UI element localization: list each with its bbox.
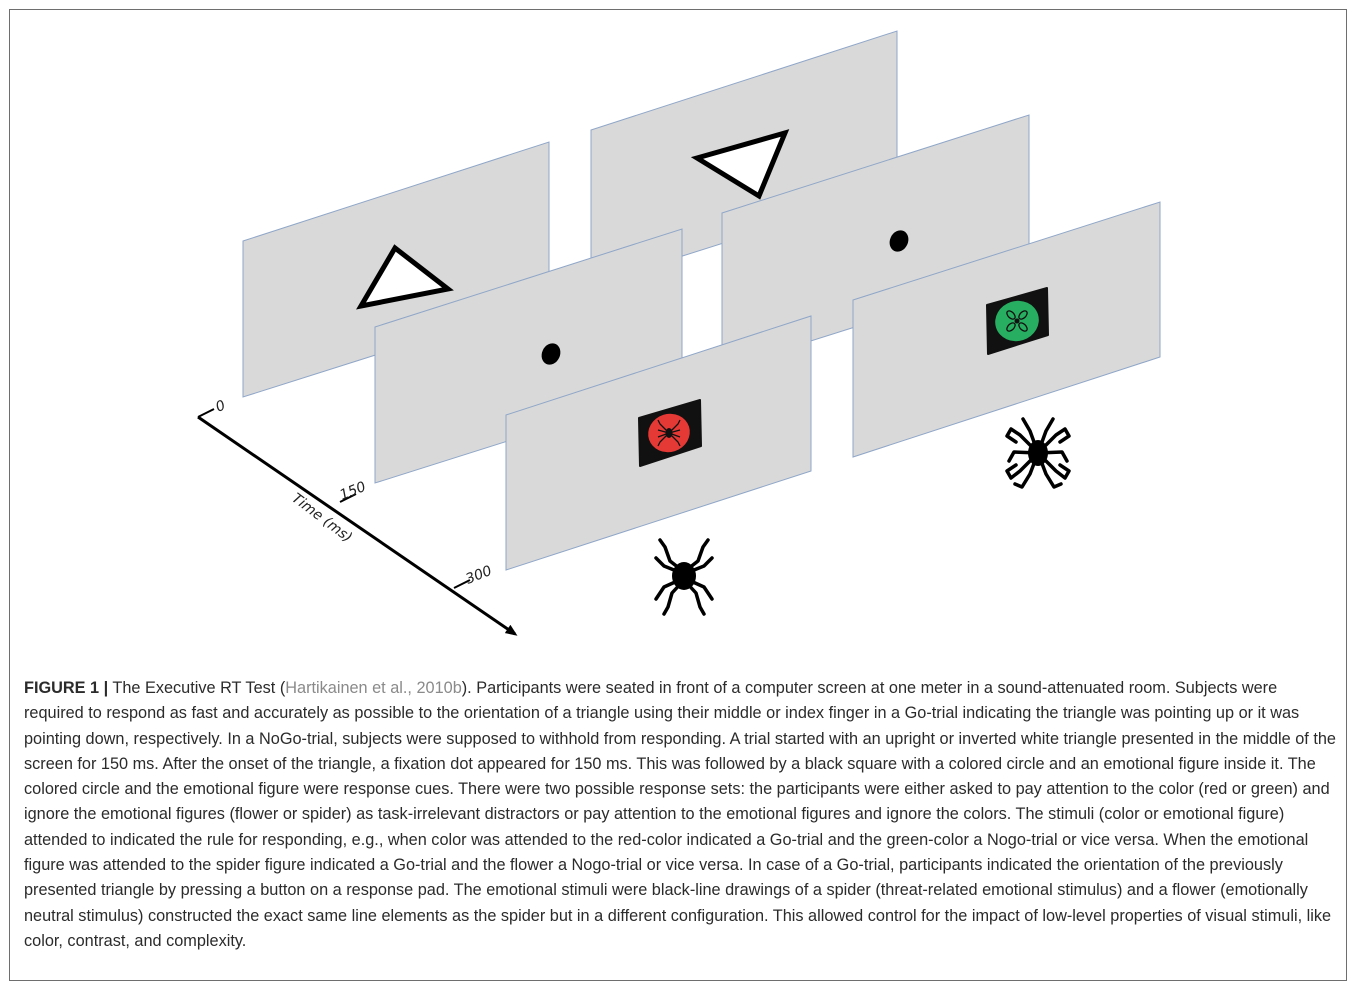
red-spider-cue bbox=[638, 399, 702, 467]
fixation-dot bbox=[889, 230, 909, 252]
tick-label-300: 300 bbox=[464, 563, 495, 588]
inverted-triangle-icon bbox=[690, 129, 790, 200]
citation-link[interactable]: Hartikainen et al., 2010b bbox=[285, 679, 462, 697]
green-flower-cue bbox=[986, 287, 1049, 355]
upright-triangle-icon bbox=[356, 244, 454, 310]
figure-frame bbox=[9, 9, 1347, 981]
caption-lead: The Executive RT Test ( bbox=[108, 679, 286, 697]
fixation-dot bbox=[541, 343, 561, 365]
figure-label: FIGURE 1 | bbox=[24, 679, 109, 697]
tick-label-150: 150 bbox=[338, 479, 369, 504]
tick-label-0: 0 bbox=[214, 398, 228, 416]
figure-caption: FIGURE 1 | The Executive RT Test (Hartik… bbox=[24, 676, 1340, 954]
caption-body: ). Participants were seated in front of … bbox=[24, 679, 1336, 950]
spider-icon bbox=[654, 538, 714, 616]
executive-rt-test-diagram: 0 150 300 Time (ms) bbox=[197, 30, 1161, 636]
flower-icon bbox=[1005, 417, 1071, 489]
